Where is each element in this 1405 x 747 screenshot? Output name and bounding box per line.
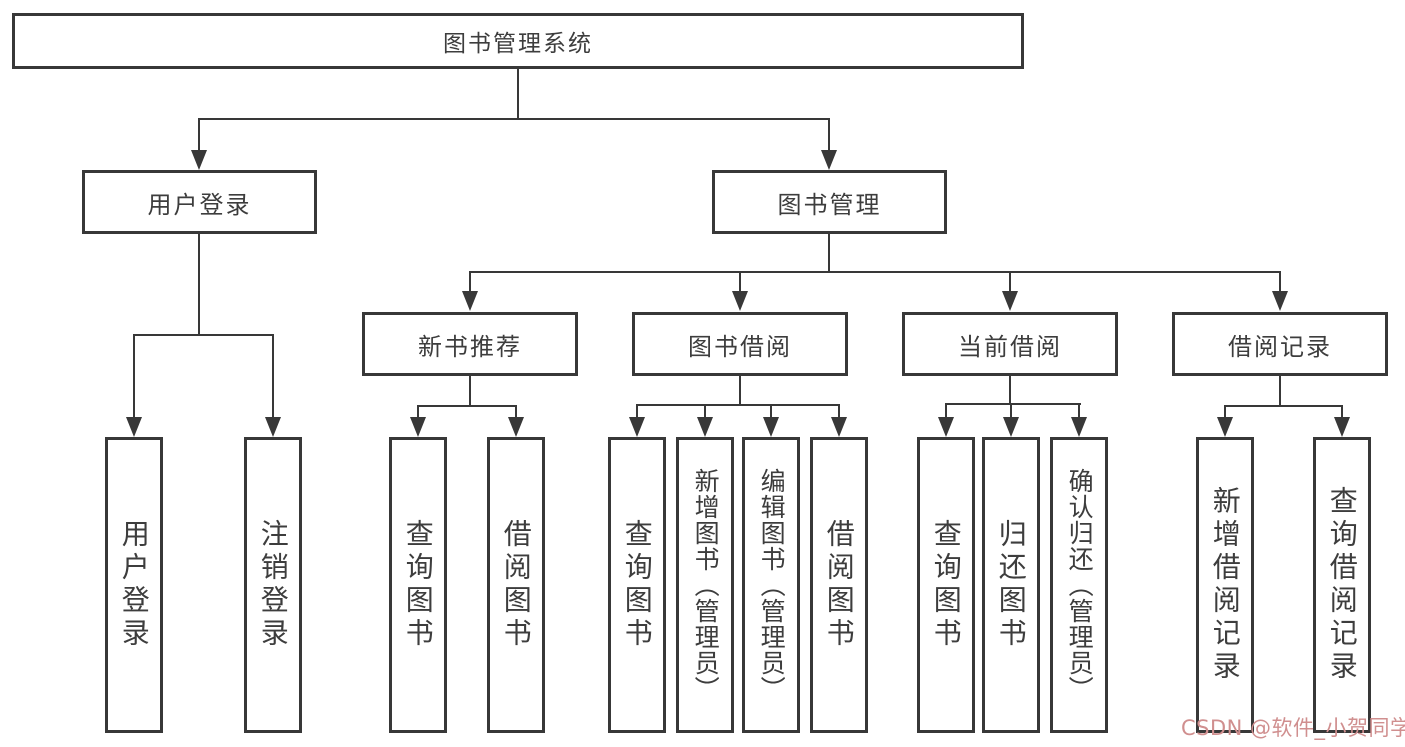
- arrowhead-down-icon: [126, 417, 142, 437]
- connector-shaft: [198, 118, 200, 152]
- connector-shaft: [838, 404, 840, 419]
- leaf-add-borrow-record-label: 新增借阅记录: [1208, 486, 1242, 684]
- node-book-borrowing-label: 图书借阅: [688, 332, 792, 361]
- node-borrow-records: 借阅记录: [1172, 312, 1388, 376]
- leaf-query-books-2-label: 查询图书: [620, 519, 654, 651]
- connector-shaft: [828, 118, 830, 152]
- leaf-query-books-1: 查询图书: [389, 437, 447, 733]
- connector-shaft: [133, 334, 135, 418]
- arrowhead-down-icon: [410, 417, 426, 437]
- arrowhead-down-icon: [629, 417, 645, 437]
- connector-shaft: [704, 404, 706, 419]
- leaf-return-book-label: 归还图书: [994, 519, 1028, 651]
- arrowhead-down-icon: [697, 417, 713, 437]
- connector-shaft: [1010, 403, 1012, 419]
- connector-rail: [1224, 405, 1343, 407]
- arrowhead-down-icon: [265, 417, 281, 437]
- node-library-system-label: 图书管理系统: [443, 31, 593, 57]
- leaf-edit-book-admin-label: 编辑图书（管理员）: [757, 468, 787, 702]
- connector-shaft: [1078, 403, 1080, 419]
- connector-rail: [945, 403, 1081, 405]
- connector-root-stem: [517, 69, 519, 119]
- leaf-logout-label: 注销登录: [256, 519, 290, 651]
- connector-shaft: [1009, 272, 1011, 292]
- connector-user-login-stem: [198, 234, 200, 335]
- connector-shaft: [770, 404, 772, 419]
- connector-level3-rail: [469, 271, 1281, 273]
- node-book-borrowing: 图书借阅: [632, 312, 848, 376]
- leaf-confirm-return-admin-label: 确认归还（管理员）: [1065, 468, 1095, 702]
- arrowhead-down-icon: [1334, 417, 1350, 437]
- node-user-login-label: 用户登录: [147, 190, 252, 219]
- node-book-management: 图书管理: [712, 170, 947, 234]
- node-library-system: 图书管理系统: [12, 13, 1024, 69]
- connector-stem: [469, 375, 471, 407]
- connector-shaft: [1279, 272, 1281, 292]
- arrowhead-down-icon: [191, 150, 207, 170]
- arrowhead-down-icon: [1217, 417, 1233, 437]
- connector-shaft: [1341, 405, 1343, 419]
- connector-shaft: [417, 405, 419, 419]
- node-new-book-recommend: 新书推荐: [362, 312, 578, 376]
- arrowhead-down-icon: [1272, 291, 1288, 311]
- arrowhead-down-icon: [1002, 291, 1018, 311]
- leaf-return-book: 归还图书: [982, 437, 1040, 733]
- leaf-query-borrow-record-label: 查询借阅记录: [1325, 486, 1359, 684]
- connector-shaft: [636, 404, 638, 419]
- arrowhead-down-icon: [462, 291, 478, 311]
- leaf-borrow-books-2: 借阅图书: [810, 437, 868, 733]
- csdn-watermark: CSDN @软件_小贺同学: [1181, 716, 1405, 740]
- arrowhead-down-icon: [763, 417, 779, 437]
- connector-rail: [636, 404, 840, 406]
- arrowhead-down-icon: [1003, 417, 1019, 437]
- connector-shaft: [272, 334, 274, 418]
- arrowhead-down-icon: [938, 417, 954, 437]
- leaf-user-login-label: 用户登录: [117, 519, 151, 651]
- leaf-add-book-admin-label: 新增图书（管理员）: [691, 468, 721, 702]
- node-user-login: 用户登录: [82, 170, 317, 234]
- connector-shaft: [469, 272, 471, 292]
- connector-stem: [739, 375, 741, 406]
- leaf-query-books-3: 查询图书: [917, 437, 975, 733]
- connector-shaft: [739, 272, 741, 292]
- leaf-borrow-books-1: 借阅图书: [487, 437, 545, 733]
- arrowhead-down-icon: [732, 291, 748, 311]
- node-current-borrowing-label: 当前借阅: [958, 332, 1062, 361]
- leaf-add-book-admin: 新增图书（管理员）: [676, 437, 734, 733]
- node-current-borrowing: 当前借阅: [902, 312, 1118, 376]
- connector-shaft: [945, 403, 947, 419]
- connector-stem: [1009, 375, 1011, 405]
- arrowhead-down-icon: [821, 150, 837, 170]
- leaf-edit-book-admin: 编辑图书（管理员）: [742, 437, 800, 733]
- connector-rail: [417, 405, 517, 407]
- connector-stem: [1279, 375, 1281, 406]
- connector-book-mgmt-stem: [828, 234, 830, 273]
- leaf-query-books-3-label: 查询图书: [929, 519, 963, 651]
- node-book-management-label: 图书管理: [777, 190, 882, 219]
- connector-shaft: [515, 405, 517, 419]
- connector-level2-rail: [198, 118, 830, 120]
- leaf-user-login: 用户登录: [105, 437, 163, 733]
- node-new-book-recommend-label: 新书推荐: [418, 332, 522, 361]
- leaf-query-books-2: 查询图书: [608, 437, 666, 733]
- leaf-logout: 注销登录: [244, 437, 302, 733]
- arrowhead-down-icon: [508, 417, 524, 437]
- leaf-add-borrow-record: 新增借阅记录: [1196, 437, 1254, 733]
- node-borrow-records-label: 借阅记录: [1228, 332, 1332, 361]
- leaf-borrow-books-1-label: 借阅图书: [499, 519, 533, 651]
- leaf-query-borrow-record: 查询借阅记录: [1313, 437, 1371, 733]
- leaf-confirm-return-admin: 确认归还（管理员）: [1050, 437, 1108, 733]
- connector-shaft: [1224, 405, 1226, 419]
- arrowhead-down-icon: [831, 417, 847, 437]
- connector-rail: [133, 334, 274, 336]
- leaf-borrow-books-2-label: 借阅图书: [822, 519, 856, 651]
- leaf-query-books-1-label: 查询图书: [401, 519, 435, 651]
- arrowhead-down-icon: [1071, 417, 1087, 437]
